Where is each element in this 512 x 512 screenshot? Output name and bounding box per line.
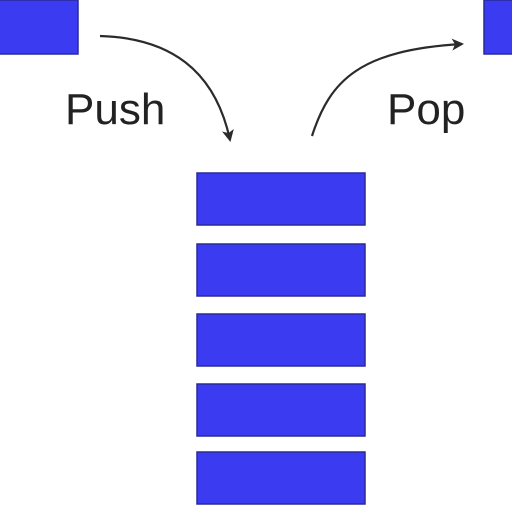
push-label: Push — [65, 85, 165, 134]
outgoing-block — [483, 0, 512, 55]
stack-block-2 — [196, 243, 366, 297]
push-arrow — [99, 34, 234, 142]
pop-arrow — [310, 38, 464, 137]
pop-label: Pop — [387, 85, 465, 134]
stack — [196, 172, 366, 505]
incoming-block — [0, 0, 79, 55]
stack-block-4 — [196, 383, 366, 437]
stack-block-3 — [196, 313, 366, 367]
stack-block-1 — [196, 172, 366, 226]
stack-block-5 — [196, 451, 366, 505]
